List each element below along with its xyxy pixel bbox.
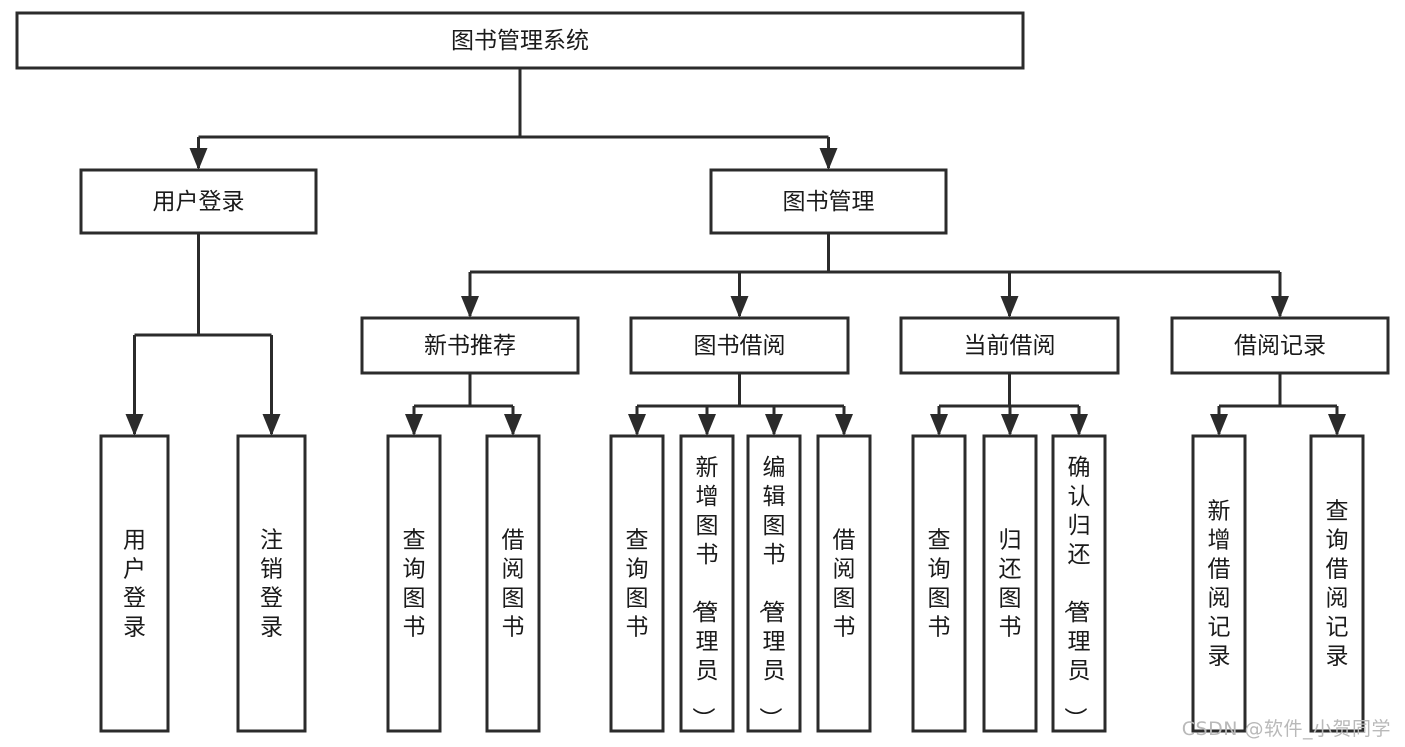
leaf-node-5[interactable]: 查询图书 bbox=[609, 434, 665, 733]
node-box[interactable] bbox=[1051, 434, 1107, 733]
node-box[interactable] bbox=[629, 316, 850, 375]
leaf-label: 查询图书 bbox=[403, 528, 426, 641]
arrow-head-icon bbox=[1001, 414, 1019, 436]
leaf-label: 确认归还（管理员） bbox=[1062, 455, 1091, 730]
node-box[interactable] bbox=[746, 434, 802, 733]
node-box[interactable] bbox=[236, 434, 307, 733]
arrow-head-icon bbox=[1328, 414, 1346, 436]
node-label: 用户登录 bbox=[153, 189, 245, 215]
leaf-node-9[interactable]: 查询图书 bbox=[911, 434, 967, 733]
arrow-head-icon bbox=[1070, 414, 1088, 436]
arrow-head-icon bbox=[405, 414, 423, 436]
leaf-node-12[interactable]: 新增借阅记录 bbox=[1191, 434, 1247, 733]
arrow-head-icon bbox=[628, 414, 646, 436]
node-box[interactable] bbox=[386, 434, 442, 733]
watermark-text: CSDN @软件_小贺同学 bbox=[1181, 718, 1391, 740]
root-node-1[interactable]: 图书管理系统 bbox=[15, 11, 1025, 70]
leaf-node-6[interactable]: 新增图书（管理员） bbox=[679, 434, 735, 733]
leaf-node-2[interactable]: 注销登录 bbox=[236, 434, 307, 733]
leaf-node-1[interactable]: 用户登录 bbox=[99, 434, 170, 733]
leaf-label: 借阅图书 bbox=[502, 528, 525, 641]
level3-node-2[interactable]: 图书借阅 bbox=[629, 316, 850, 375]
leaf-label: 注销登录 bbox=[260, 528, 283, 641]
leaf-label: 查询图书 bbox=[928, 528, 951, 641]
leaf-node-4[interactable]: 借阅图书 bbox=[485, 434, 541, 733]
leaf-label: 查询借阅记录 bbox=[1326, 499, 1349, 670]
node-box[interactable] bbox=[1170, 316, 1390, 375]
leaf-node-8[interactable]: 借阅图书 bbox=[816, 434, 872, 733]
node-box[interactable] bbox=[99, 434, 170, 733]
node-box[interactable] bbox=[79, 168, 318, 235]
arrow-head-icon bbox=[189, 148, 208, 170]
node-label: 图书管理 bbox=[783, 189, 875, 215]
arrow-head-icon bbox=[730, 296, 749, 318]
node-box[interactable] bbox=[816, 434, 872, 733]
connector-layer bbox=[125, 68, 1346, 436]
node-box[interactable] bbox=[982, 434, 1038, 733]
leaf-node-7[interactable]: 编辑图书（管理员） bbox=[746, 434, 802, 733]
node-box[interactable] bbox=[15, 11, 1025, 70]
leaf-label: 编辑图书（管理员） bbox=[757, 455, 786, 730]
leaf-node-13[interactable]: 查询借阅记录 bbox=[1309, 434, 1365, 733]
arrow-head-icon bbox=[262, 414, 281, 436]
level3-node-3[interactable]: 当前借阅 bbox=[899, 316, 1120, 375]
leaf-label: 查询图书 bbox=[626, 528, 649, 641]
node-box[interactable] bbox=[360, 316, 580, 375]
leaf-node-11[interactable]: 确认归还（管理员） bbox=[1051, 434, 1107, 733]
arrow-head-icon bbox=[504, 414, 522, 436]
arrow-head-icon bbox=[1210, 414, 1228, 436]
arrow-head-icon bbox=[1000, 296, 1019, 318]
leaf-node-3[interactable]: 查询图书 bbox=[386, 434, 442, 733]
node-box[interactable] bbox=[1191, 434, 1247, 733]
level2-node-1[interactable]: 用户登录 bbox=[79, 168, 318, 235]
arrow-head-icon bbox=[125, 414, 144, 436]
arrow-head-icon bbox=[819, 148, 838, 170]
node-label: 当前借阅 bbox=[964, 333, 1056, 359]
node-box[interactable] bbox=[911, 434, 967, 733]
node-box[interactable] bbox=[609, 434, 665, 733]
node-box[interactable] bbox=[679, 434, 735, 733]
leaf-label: 新增图书（管理员） bbox=[690, 455, 719, 730]
node-layer: 图书管理系统用户登录图书管理新书推荐图书借阅当前借阅借阅记录用户登录注销登录查询… bbox=[15, 11, 1390, 733]
arrow-head-icon bbox=[1271, 296, 1289, 318]
arrow-head-icon bbox=[461, 296, 479, 318]
level3-node-1[interactable]: 新书推荐 bbox=[360, 316, 580, 375]
leaf-node-10[interactable]: 归还图书 bbox=[982, 434, 1038, 733]
leaf-label: 新增借阅记录 bbox=[1208, 499, 1231, 670]
node-box[interactable] bbox=[1309, 434, 1365, 733]
arrow-head-icon bbox=[698, 414, 716, 436]
node-box[interactable] bbox=[485, 434, 541, 733]
node-label: 借阅记录 bbox=[1234, 333, 1326, 359]
leaf-label: 用户登录 bbox=[123, 528, 146, 641]
level2-node-2[interactable]: 图书管理 bbox=[709, 168, 948, 235]
arrow-head-icon bbox=[835, 414, 853, 436]
node-label: 图书借阅 bbox=[694, 333, 786, 359]
arrow-head-icon bbox=[930, 414, 948, 436]
node-box[interactable] bbox=[709, 168, 948, 235]
leaf-label: 借阅图书 bbox=[833, 528, 856, 641]
leaf-label: 归还图书 bbox=[999, 528, 1022, 641]
node-label: 图书管理系统 bbox=[451, 28, 589, 54]
node-label: 新书推荐 bbox=[424, 333, 516, 359]
level3-node-4[interactable]: 借阅记录 bbox=[1170, 316, 1390, 375]
node-box[interactable] bbox=[899, 316, 1120, 375]
arrow-head-icon bbox=[765, 414, 783, 436]
